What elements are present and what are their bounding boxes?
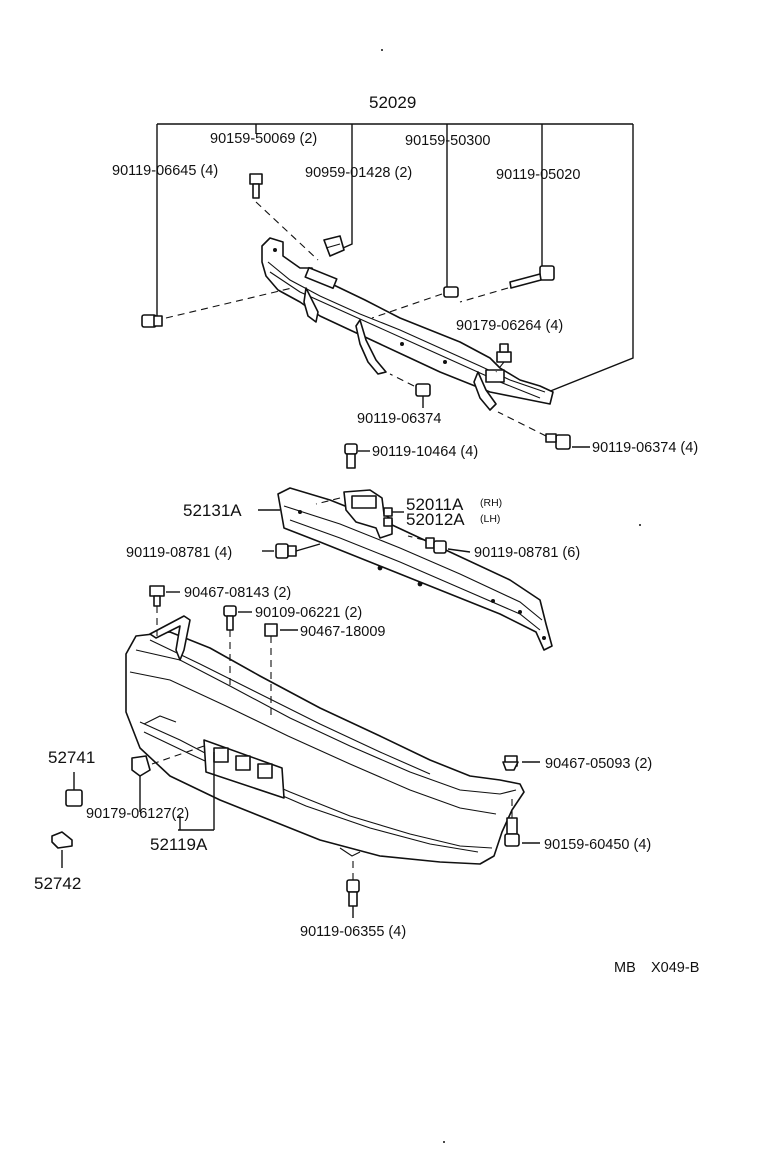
callout-52012A: 52012A: [406, 510, 465, 529]
clip-90467-05093-icon: [502, 755, 540, 771]
diagram-code-prefix: MB: [614, 960, 636, 976]
callout-90119-08781-a: 90119-08781 (4): [126, 545, 232, 561]
nut-52742-icon: [51, 831, 73, 868]
callout-90119-08781-b: 90119-08781 (6): [474, 545, 580, 561]
callout-90467-08143: 90467-08143 (2): [184, 585, 291, 601]
callout-90467-05093: 90467-05093 (2): [545, 756, 652, 772]
upper-fasteners: [141, 173, 571, 450]
callout-90179-06127: 90179-06127(2): [86, 806, 189, 822]
bolt-90119-10464-icon: [344, 443, 370, 469]
scan-speck: [381, 49, 383, 51]
callout-90959-01428: 90959-01428 (2): [305, 165, 412, 181]
callout-52119A: 52119A: [150, 835, 208, 854]
scan-speck: [639, 524, 641, 526]
bolt-90159-50300-icon: [371, 286, 459, 319]
nut-90179-06264-icon: [495, 343, 512, 373]
callout-90159-60450: 90159-60450 (4): [544, 837, 651, 853]
bolt-90119-08781-b-icon: [407, 535, 471, 554]
callout-52029: 52029: [369, 93, 416, 112]
bracket-90179-06127-icon: [131, 745, 205, 812]
callout-90159-50069: 90159-50069 (2): [210, 131, 317, 147]
clip-90467-08143-icon: [149, 585, 180, 636]
assembly-52029-bracket: 52029: [156, 93, 634, 393]
bracket-52011A-52012A: [315, 489, 404, 539]
callout-52742: 52742: [34, 874, 81, 893]
bolt-90119-06355-icon: [346, 858, 360, 918]
callout-90179-06264: 90179-06264 (4): [456, 318, 563, 334]
callout-90119-06374-a: 90119-06374: [357, 411, 441, 427]
callout-90119-06355: 90119-06355 (4): [300, 924, 406, 940]
bolt-90119-08781-a-icon: [262, 543, 321, 559]
bolt-90119-06374-a-icon: [389, 373, 431, 408]
callout-52011A: 52011A: [406, 495, 464, 514]
retainer-52741-icon: [65, 772, 83, 807]
callout-52012A-side: (LH): [480, 513, 500, 525]
callout-90159-50300: 90159-50300: [405, 133, 490, 149]
bolt-90159-60450-icon: [504, 796, 540, 847]
upper-bumper-reinforcement: [261, 237, 554, 411]
diagram-code: X049-B: [651, 960, 699, 976]
callout-90467-18009: 90467-18009: [300, 624, 385, 640]
bumper-cover: [125, 615, 525, 865]
clip-90467-18009-icon: [264, 623, 298, 716]
callout-90109-06221: 90109-06221 (2): [255, 605, 362, 621]
callout-90119-10464: 90119-10464 (4): [372, 444, 478, 460]
callout-90119-05020: 90119-05020: [496, 167, 580, 183]
callout-90119-06645: 90119-06645 (4): [112, 163, 218, 179]
screw-90109-06221-icon: [223, 605, 252, 690]
scan-speck: [443, 1141, 445, 1143]
bolt-90119-06374-b-icon: [497, 411, 571, 450]
callout-52011A-side: (RH): [480, 497, 502, 509]
bolt-90119-05020-icon: [459, 265, 555, 303]
callout-52741: 52741: [48, 748, 95, 767]
callout-90119-06374-b: 90119-06374 (4): [592, 440, 698, 456]
callout-52131A: 52131A: [183, 501, 242, 520]
clip-90959-01428-icon: [323, 235, 345, 257]
nut-90159-50069-icon: [249, 173, 319, 261]
callout-52119A-bracket: [178, 752, 215, 831]
bolt-90119-06645-icon: [141, 287, 293, 328]
